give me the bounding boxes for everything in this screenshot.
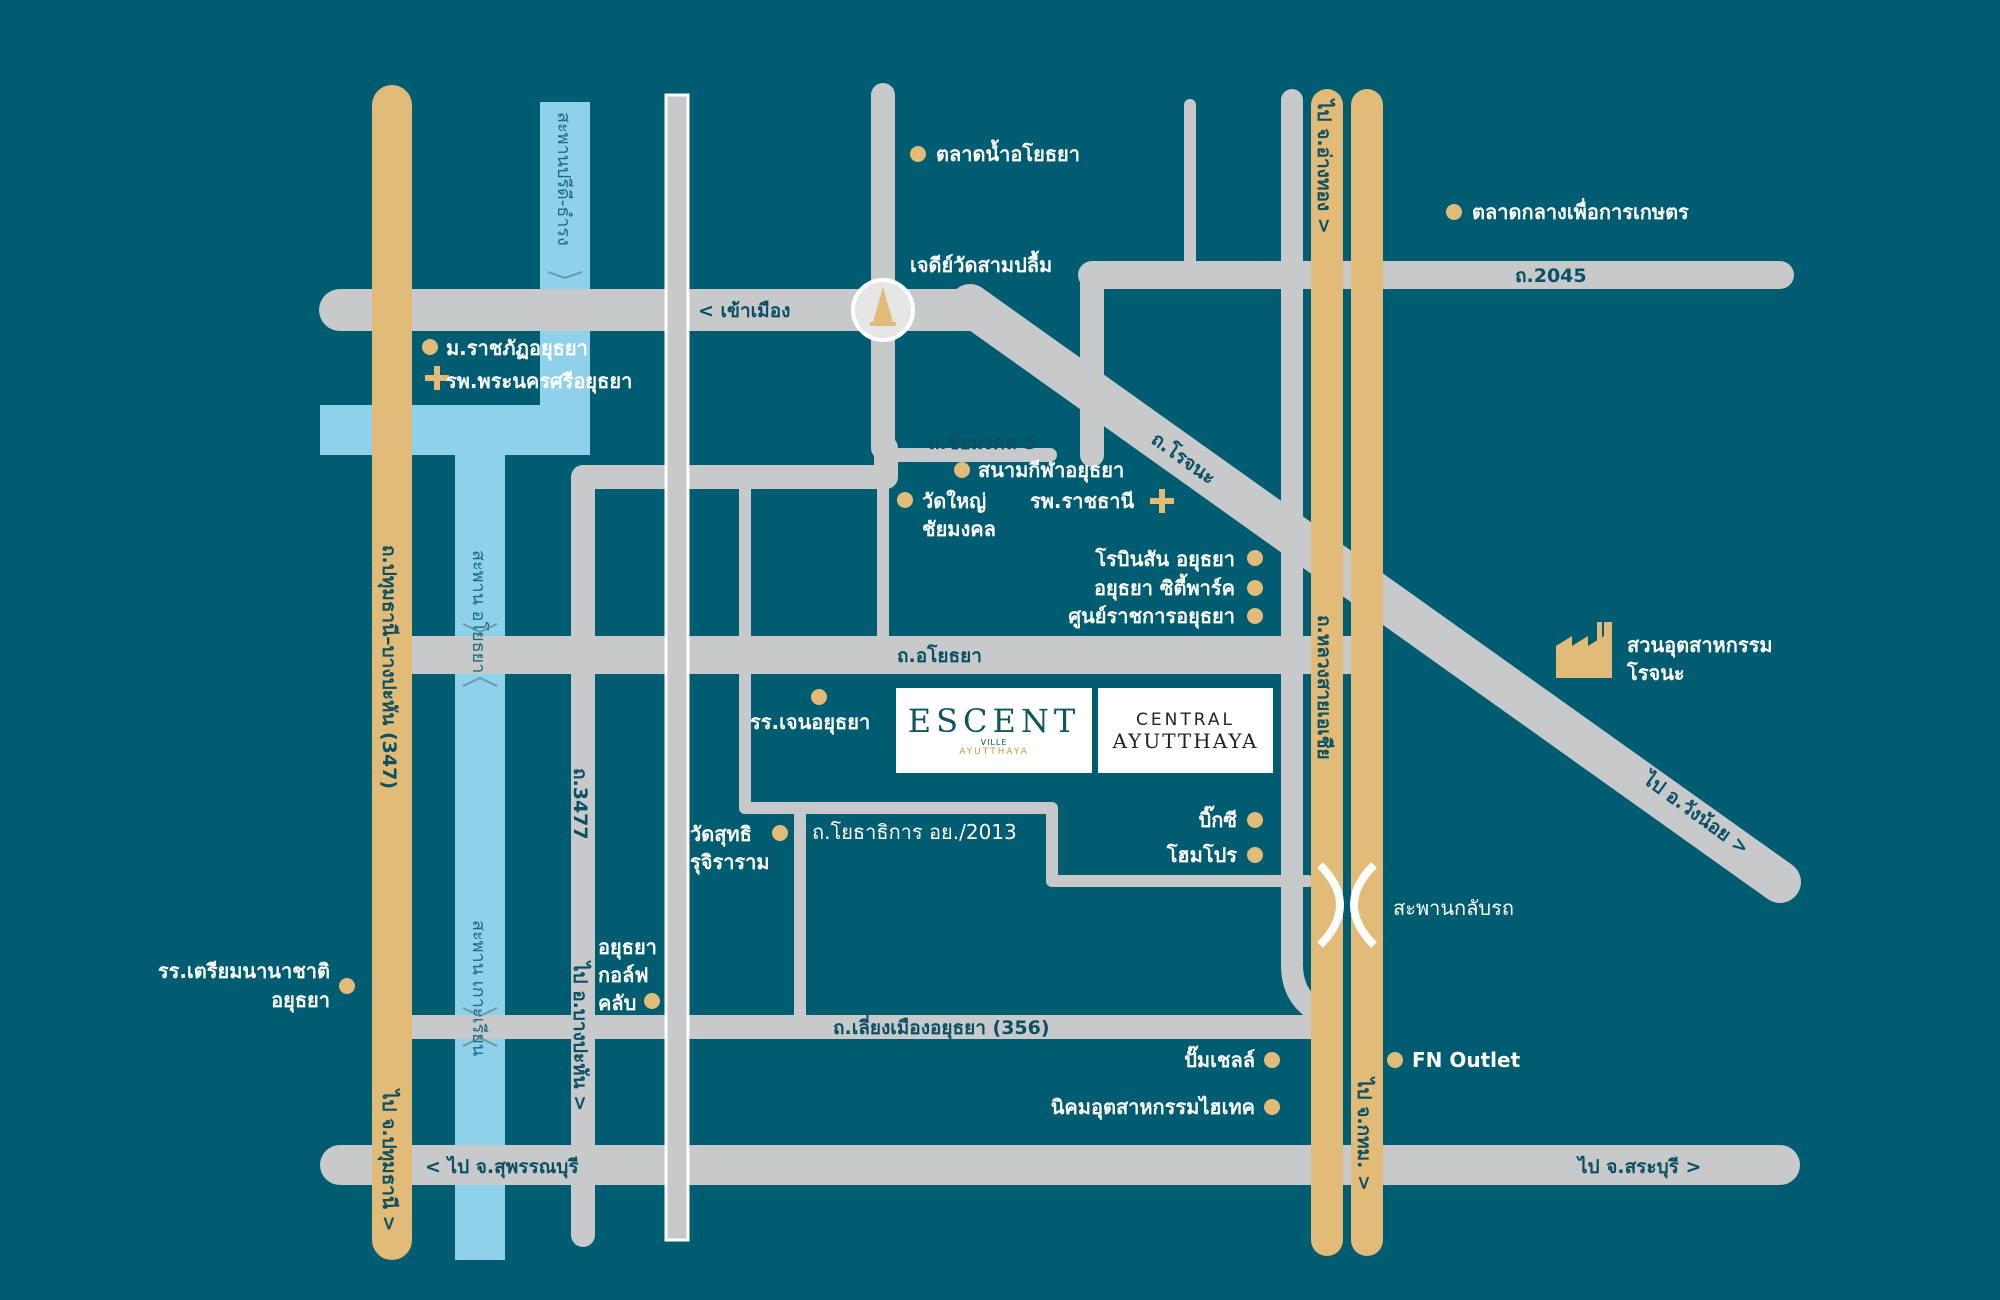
bridge-tick-5 [462,1036,498,1047]
label-chedi: เจดีย์วัดสามปลื้ม [910,250,1052,277]
label-big-c: บิ๊กซี [1199,805,1238,832]
poi-dots [339,146,1462,1115]
factory-icon-shape [1556,622,1612,678]
u-turn-left [1317,862,1344,948]
label-shell: ปั๊มเชลล์ [1184,1045,1255,1072]
label-saraburi: ไป จ.สระบุรี > [1576,1155,1701,1179]
label-wat-yai-1: วัดใหญ่ [922,489,986,513]
river [320,102,590,1260]
label-hitech: นิคมอุตสาหกรรมไฮเทค [1051,1095,1255,1120]
river-upper [540,102,590,422]
label-rajabhat: ม.ราชภัฏอยุธยา [446,336,588,361]
road-frontage [1281,89,1326,1021]
escent-sub-text: VILLE [980,738,1008,747]
label-to-ang-thong: ไป จ.อ่างทอง > [1313,98,1336,234]
dot-wat-yai [897,492,913,508]
label-robinson: โรบินสัน อยุธยา [1094,547,1235,572]
dot-gov-center [1247,608,1263,624]
label-golf-3: คลับ [598,991,636,1015]
road-network [319,83,1801,1247]
label-wat-suttha-1: วัดสุทธิ [690,822,752,847]
chedi-icon-shape [873,287,893,322]
dot-shell [1264,1052,1280,1068]
label-golf-2: กอล์ฟ [598,963,649,987]
label-luang-asia: ถ.หลวงสายเอเชีย [1313,615,1335,760]
dot-intl-school [339,978,355,994]
dot-city-park [1247,580,1263,596]
label-3477: ถ.3477 [569,768,591,840]
factory-icon-chimney [1597,622,1602,652]
label-wat-yai-2: ชัยมงคล [922,517,996,541]
dot-homepro [1247,847,1263,863]
dot-central-agri-market [1446,204,1462,220]
dot-floating-market [910,146,926,162]
label-intl-school-2: อยุธยา [271,988,330,1013]
chedi-icon [851,278,915,342]
dot-wat-suttha [772,825,788,841]
dot-school-jane [811,689,827,705]
bridge-tick-1 [547,271,583,280]
label-ayothaya-bridge: สะพาน อโยธยา [468,550,490,673]
road-yotha [739,802,1314,887]
u-turn-right [1350,862,1377,948]
label-2045: ถ.2045 [1515,265,1587,287]
dot-hitech [1264,1099,1280,1115]
label-koh-rian-bridge: สะพาน เกาะเรียน [468,920,489,1056]
central-sub-text: AYUTTHAYA [1112,728,1259,753]
cross-ratchathani-icon [1150,489,1174,513]
factory-icon [1556,622,1612,678]
bridge-tick-2 [462,623,498,634]
label-ratchathani-hospital: รพ.ราชธานี [1030,489,1135,513]
label-to-pathum: ไป จ.ปทุมธานี > [377,1088,401,1231]
escent-place-text: AYUTTHAYA [959,747,1029,757]
label-central-agri-market: ตลาดกลางเพื่อการเกษตร [1472,197,1689,224]
escent-main-text: ESCENT [907,702,1081,740]
river-lower [455,420,505,1260]
label-yotha: ถ.โยธาธิการ อย./2013 [812,820,1017,844]
hospital-icons [425,366,1174,513]
highway-network [372,85,1383,1260]
label-chaimongkol5: ถ.ชัยมงคล 5 [928,432,1037,454]
bridge-tick-3 [462,676,498,687]
cross-phra-nakhon-icon [425,366,449,390]
escent-ville-logo: ESCENT VILLE AYUTTHAYA [896,688,1092,773]
label-industrial-park-1: สวนอุตสาหกรรม [1627,633,1773,658]
label-fn-outlet: FN Outlet [1412,1048,1521,1072]
central-ayutthaya-logo: CENTRAL AYUTTHAYA [1098,688,1273,773]
railway [664,93,690,1242]
label-khao-mueang: < เข้าเมือง [698,300,790,322]
label-wat-suttha-2: รุจิราราม [690,850,770,875]
label-intl-school-1: รร.เตรียมนานาชาติ [158,959,330,983]
railway-track [664,93,690,1242]
label-pridi-bridge: สะพานปรีดี-ธำรง [553,112,574,246]
label-stadium: สนามกีฬาอยุธยา [978,458,1124,483]
label-golf-1: อยุธยา [598,935,657,960]
label-ayothaya: ถ.อโยธยา [897,644,982,667]
dot-big-c [1247,812,1263,828]
bridge-tick-4 [462,1007,498,1018]
dot-robinson [1247,550,1263,566]
label-gov-center: ศูนย์ราชการอยุธยา [1068,604,1235,630]
central-main-text: CENTRAL [1136,709,1235,730]
dot-stadium [954,462,970,478]
label-phra-nakhon-hospital: รพ.พระนครศรีอยุธยา [446,369,632,394]
label-pathum-bang-pahan: ถ.ปทุมธานี–บางปะหัน (347) [377,545,400,789]
dot-fn-outlet [1387,1052,1403,1068]
chedi-icon-base [870,322,896,326]
bridge-markers [462,271,583,1047]
label-city-park: อยุธยา ซิตี้พาร์ค [1094,573,1235,601]
dot-rajabhat [422,339,438,355]
label-school-jane: รร.เจนอยุธยา [750,710,870,735]
label-liang-mueang: ถ.เลี่ยงเมืองอยุธยา (356) [833,1014,1050,1040]
label-industrial-park-2: โรจนะ [1626,661,1685,685]
label-u-turn: สะพานกลับรถ [1393,896,1514,920]
u-turn-bridge [1317,862,1377,948]
label-to-bang-pahan: ไป อ.บางปะหัน > [569,960,592,1111]
label-suphanburi: < ไป จ.สุพรรณบุรี [425,1155,579,1179]
label-to-bangkok: ไป จ.กทม. > [1353,1076,1376,1191]
label-homepro: โฮมโปร [1166,843,1238,867]
dot-golf [644,993,660,1009]
label-floating-market: ตลาดน้ำอโยธยา [936,139,1080,166]
